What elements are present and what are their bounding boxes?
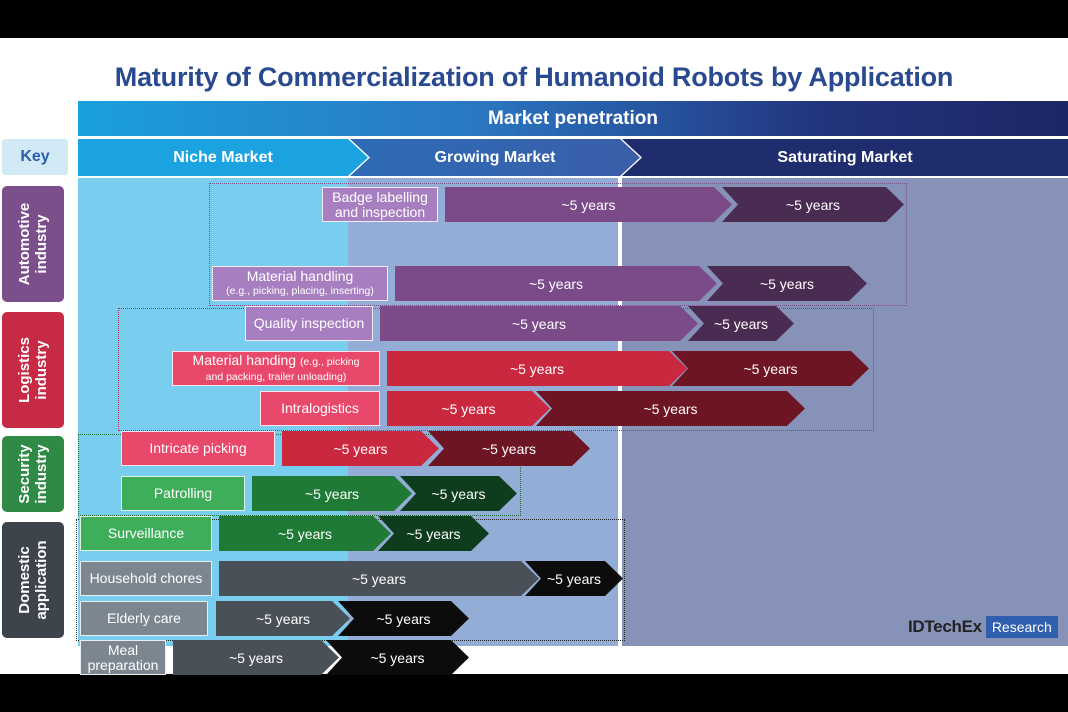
- arrow-material-handling-auto-2: ~5 years: [707, 266, 867, 301]
- arrow-intricate-picking-2: ~5 years: [428, 431, 590, 466]
- material-handing-logistics-sub1: (e.g., picking: [299, 355, 360, 368]
- category-security: Security industry: [2, 436, 64, 512]
- row-label-surveillance: Surveillance: [80, 516, 212, 551]
- row-label-elderly-care: Elderly care: [80, 601, 208, 636]
- material-handing-logistics-title: Material handing: [192, 351, 297, 368]
- arrow-badge-labelling-1: ~5 years: [445, 187, 732, 222]
- group-automotive: [209, 183, 907, 306]
- category-logistics-label: Logistics industry: [16, 337, 50, 403]
- arrow-intralogistics-1: ~5 years: [387, 391, 550, 426]
- arrow-quality-inspection-2: ~5 years: [688, 306, 794, 341]
- row-label-quality-inspection: Quality inspection: [245, 306, 373, 341]
- arrow-material-handling-auto-1: ~5 years: [395, 266, 717, 301]
- phase-growing-market: Growing Market: [350, 139, 640, 176]
- logo-research-tag: Research: [985, 616, 1058, 638]
- market-penetration-banner: Market penetration: [78, 101, 1068, 136]
- category-automotive-label: Automotive industry: [16, 202, 50, 286]
- row-label-household-chores: Household chores: [80, 561, 212, 596]
- row-label-intricate-picking: Intricate picking: [121, 431, 275, 466]
- category-domestic: Domestic application: [2, 522, 64, 638]
- row-label-material-handing-logistics: Material handing (e.g., picking and pack…: [172, 351, 380, 386]
- arrow-surveillance-1: ~5 years: [219, 516, 391, 551]
- arrow-meal-preparation-2: ~5 years: [326, 640, 469, 675]
- category-security-label: Security industry: [16, 444, 50, 504]
- material-handling-auto-title: Material handling: [246, 267, 354, 284]
- arrow-intricate-picking-1: ~5 years: [282, 431, 439, 466]
- category-domestic-label: Domestic application: [16, 540, 50, 620]
- arrow-badge-labelling-2: ~5 years: [722, 187, 904, 222]
- slide: Maturity of Commercialization of Humanoi…: [0, 38, 1068, 675]
- material-handling-auto-sub: (e.g., picking, placing, inserting): [226, 284, 374, 297]
- row-label-badge-labelling: Badge labelling and inspection: [322, 187, 438, 222]
- arrow-patrolling-2: ~5 years: [400, 476, 517, 511]
- arrow-household-chores-1: ~5 years: [219, 561, 539, 596]
- row-label-patrolling: Patrolling: [121, 476, 245, 511]
- material-handing-logistics-sub2: and packing, trailer unloading): [205, 370, 347, 383]
- key-label: Key: [2, 139, 68, 175]
- arrow-elderly-care-2: ~5 years: [338, 601, 469, 636]
- row-label-meal-preparation: Meal preparation: [80, 640, 166, 675]
- row-label-material-handling-auto: Material handling (e.g., picking, placin…: [212, 266, 388, 301]
- material-handing-logistics-line1: Material handing (e.g., picking: [192, 351, 360, 370]
- phase-saturating-market: Saturating Market: [622, 139, 1068, 176]
- idtechex-logo: IDTechEx Research: [908, 615, 1058, 639]
- arrow-surveillance-2: ~5 years: [378, 516, 489, 551]
- arrow-patrolling-1: ~5 years: [252, 476, 412, 511]
- phase-niche-market: Niche Market: [78, 139, 368, 176]
- row-label-intralogistics: Intralogistics: [260, 391, 380, 426]
- arrow-intralogistics-2: ~5 years: [536, 391, 805, 426]
- arrow-meal-preparation-1: ~5 years: [173, 640, 339, 675]
- arrow-material-handing-logistics-2: ~5 years: [672, 351, 869, 386]
- page-title: Maturity of Commercialization of Humanoi…: [114, 62, 954, 92]
- category-automotive: Automotive industry: [2, 186, 64, 302]
- arrow-quality-inspection-1: ~5 years: [380, 306, 698, 341]
- logo-brand: IDTechEx: [908, 617, 982, 636]
- arrow-household-chores-2: ~5 years: [525, 561, 623, 596]
- arrow-material-handing-logistics-1: ~5 years: [387, 351, 687, 386]
- arrow-elderly-care-1: ~5 years: [216, 601, 350, 636]
- category-logistics: Logistics industry: [2, 312, 64, 428]
